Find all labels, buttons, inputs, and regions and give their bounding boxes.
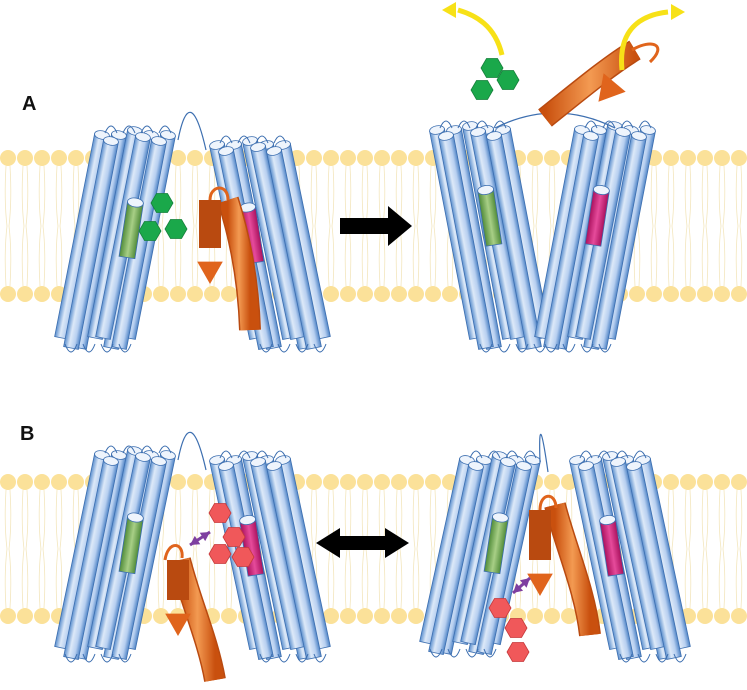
helix-cylinder: [584, 185, 610, 247]
hexagon-icon: [496, 70, 520, 90]
transporter-proteins: [54, 111, 691, 663]
helix-cylinder: [239, 515, 265, 577]
panel-label-a: A: [22, 93, 36, 115]
binding-arrow-b-right: [512, 576, 531, 595]
helix-cylinder: [63, 136, 119, 350]
substrate-green-released: [470, 58, 520, 100]
transition-arrow-icon: [340, 206, 412, 246]
peptide-hairpin-a: [208, 186, 230, 201]
peptide-hairpin-a2: [631, 42, 660, 64]
peptide-hairpin-b: [163, 544, 184, 561]
hexagon-icon: [222, 527, 246, 547]
helix-cylinder: [428, 461, 484, 656]
peptide-a-left-up: [217, 196, 261, 331]
peptide-arrowhead-a2: [598, 73, 626, 102]
transporter-b-right-domain2: [569, 450, 691, 663]
transporter-b-left-domain1: [54, 445, 176, 663]
peptide-hairpin-b2: [538, 494, 558, 511]
helix-cylinder: [250, 457, 306, 651]
helix-cylinder: [543, 131, 599, 350]
yellow-arrowhead-right: [671, 4, 685, 20]
helix-loops: [219, 135, 327, 353]
transporter-a-left-domain1: [54, 125, 176, 353]
helix-cylinder: [438, 131, 494, 350]
helix-loops: [64, 445, 172, 663]
hexagon-icon: [506, 642, 530, 662]
hexagon-icon: [504, 618, 528, 638]
substrate-red-free: [488, 598, 530, 662]
hexagon-icon: [208, 544, 232, 564]
hexagon-icon: [164, 219, 188, 239]
hexagon-icon: [480, 58, 504, 78]
yellow-arrowhead-left: [442, 2, 456, 18]
peptide-b-right: [544, 502, 601, 637]
helix-cylinder: [266, 461, 322, 661]
peptide-arrowhead-b: [165, 613, 191, 636]
transporter-a-right-domain1: [429, 120, 551, 353]
equilibrium-arrow-icon: [316, 528, 409, 558]
peptide-a-right: [538, 40, 641, 127]
helix-cylinder: [477, 185, 503, 247]
helix-loops: [544, 120, 652, 353]
helix-cylinder: [626, 461, 682, 661]
helix-cylinder: [599, 515, 625, 577]
substrate-green-bound: [138, 193, 188, 241]
substrates-and-arrows: [138, 2, 685, 683]
substrate-red-bound: [208, 503, 255, 567]
panel-label-b: B: [20, 423, 34, 445]
helix-loops: [579, 450, 687, 663]
transporter-b-right-domain1: [419, 450, 541, 658]
helix-cylinder: [63, 456, 119, 660]
helix-loops: [429, 450, 537, 658]
helix-loops: [64, 125, 172, 353]
release-arrows: [457, 7, 669, 71]
peptide-arrowhead-b2: [527, 573, 553, 596]
hexagon-icon: [150, 193, 174, 213]
peptide-arrowhead-a: [197, 261, 223, 284]
hexagon-icon: [208, 503, 232, 523]
helix-cylinder: [486, 131, 542, 350]
binding-arrow-b-left: [189, 530, 211, 547]
helix-loops: [219, 450, 327, 663]
transporter-a-right-domain2: [534, 120, 656, 353]
hexagon-icon: [231, 547, 255, 567]
helix-cylinder: [266, 146, 322, 350]
hexagon-icon: [488, 598, 512, 618]
helix-cylinder: [118, 512, 144, 575]
hexagon-icon: [470, 80, 494, 100]
helix-cylinder: [483, 512, 509, 575]
helix-cylinder: [591, 131, 647, 350]
hexagon-icon: [138, 221, 162, 241]
